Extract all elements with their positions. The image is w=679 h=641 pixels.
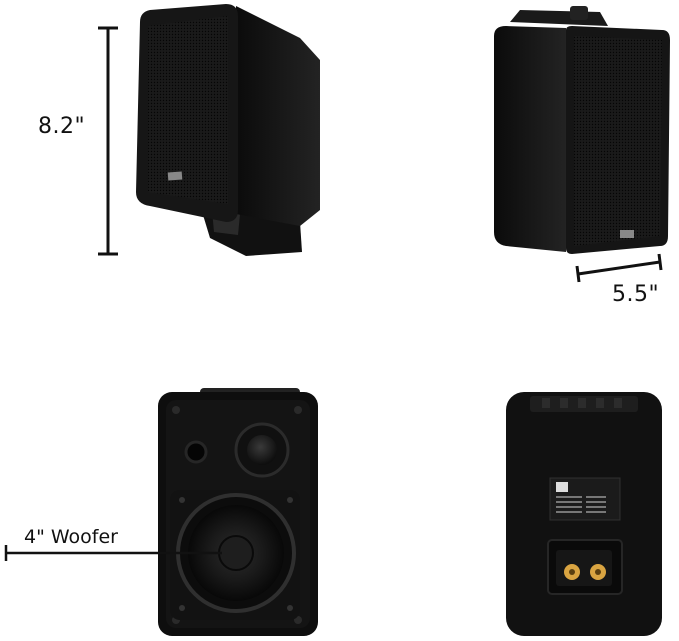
speaker-back-panel [506,392,662,636]
height-dimension-label: 8.2" [38,114,86,139]
woofer-callout-label: 4" Woofer [24,526,118,548]
height-dimension-line [98,26,118,256]
woofer-callout-line [4,545,222,561]
width-dimension-label: 5.5" [612,282,660,307]
width-dimension-line [575,253,663,283]
speaker-drivers-exposed [158,388,318,636]
speaker-front-angled [136,4,320,256]
speaker-front-right [494,6,670,254]
